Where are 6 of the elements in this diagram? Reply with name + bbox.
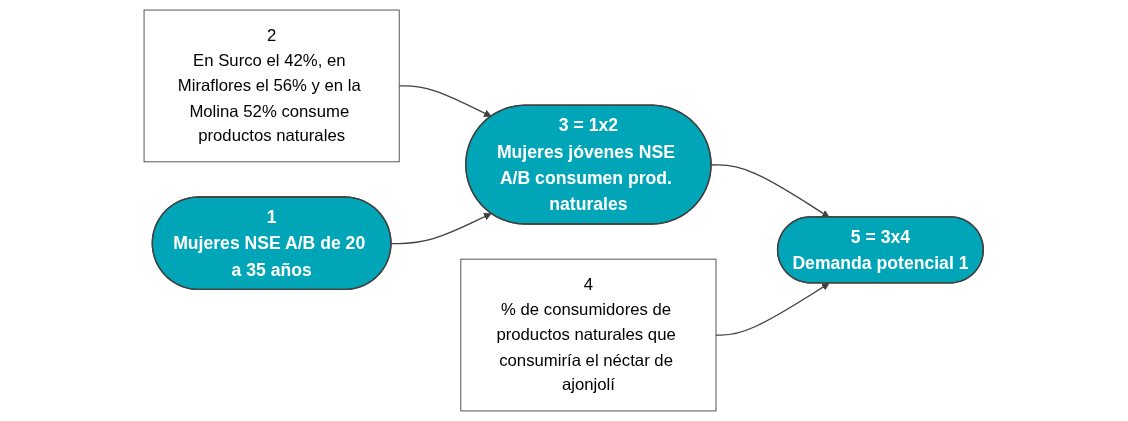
arrow [391, 213, 492, 245]
arrow [711, 164, 830, 218]
arrow [398, 85, 492, 117]
arrow [715, 282, 830, 336]
node-box: 2 En Surco el 42%, en Miraflores el 56% y en la Molina 52% consume productos naturales [143, 9, 400, 163]
node-box: 4 % de consumidores de productos naturales que consumiría el néctar de ajonjolí [460, 258, 717, 412]
